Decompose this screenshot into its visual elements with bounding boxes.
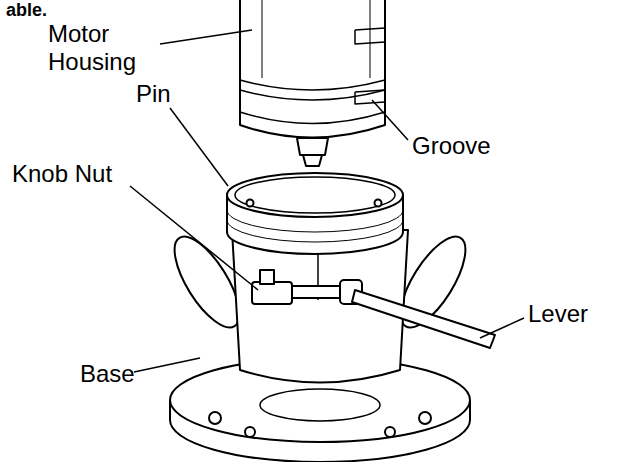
part-label: Base (80, 360, 135, 388)
part-label: Pin (136, 80, 171, 108)
heading-fragment: able. (6, 0, 47, 21)
part-label: Lever (528, 300, 588, 328)
part-label: Knob Nut (12, 160, 112, 188)
part-label: Motor Housing (48, 20, 158, 75)
part-label: Groove (412, 132, 491, 160)
